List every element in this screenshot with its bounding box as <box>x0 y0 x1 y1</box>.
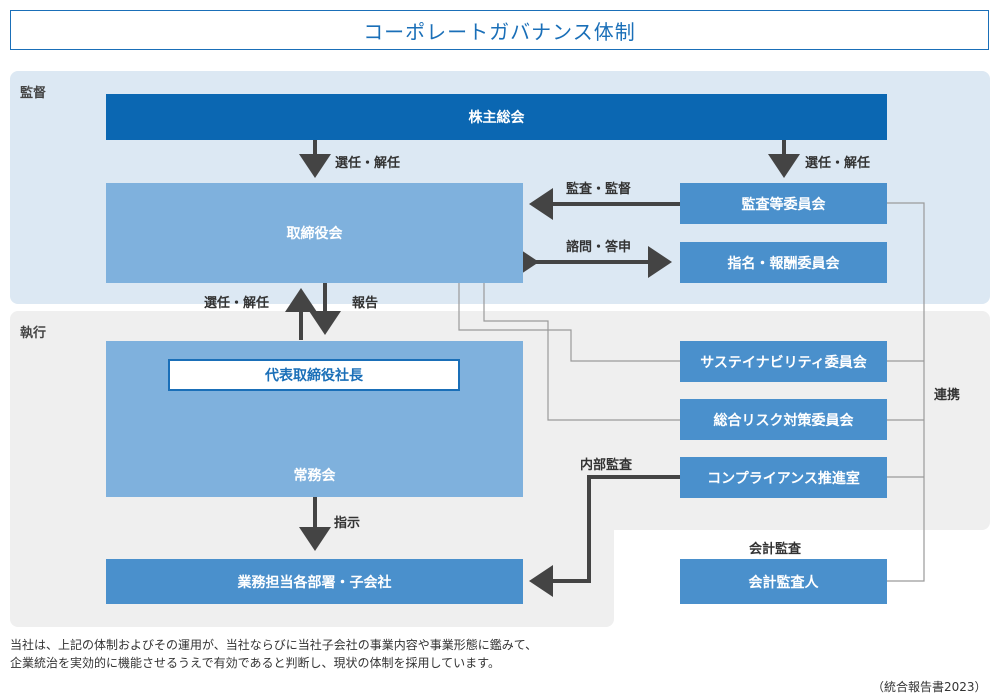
audit-committee-box: 監査等委員会 <box>680 183 887 224</box>
president-box: 代表取締役社長 <box>168 359 460 391</box>
board-of-directors-box: 取締役会 <box>106 183 523 283</box>
section-label-execution: 執行 <box>20 326 47 341</box>
line-board-sustainability <box>458 282 680 362</box>
shareholders-meeting-box: 株主総会 <box>106 94 887 140</box>
compliance-office-box: コンプライアンス推進室 <box>680 457 887 498</box>
sustainability-committee-box: サステイナビリティ委員会 <box>680 341 887 382</box>
label-elect-right: 選任・解任 <box>805 156 871 171</box>
executive-committee-box: 代表取締役社長 常務会 <box>106 341 523 497</box>
cooperation-line <box>886 202 925 582</box>
arrow-internal-audit <box>529 475 680 597</box>
section-label-supervision: 監督 <box>20 86 47 101</box>
business-units-box: 業務担当各部署・子会社 <box>106 559 523 604</box>
page-title: コーポレートガバナンス体制 <box>10 10 989 50</box>
footnote-line-1: 当社は、上記の体制およびその運用が、当社ならびに当社子会社の事業内容や事業形態に… <box>10 638 538 652</box>
nomination-committee-box: 指名・報酬委員会 <box>680 242 887 283</box>
label-accounting-audit: 会計監査 <box>749 542 802 557</box>
label-elect-board: 選任・解任 <box>204 296 270 311</box>
label-report: 報告 <box>352 296 379 311</box>
footnote-line-2: 企業統治を実効的に機能させるうえで有効であると判断し、現状の体制を採用しています… <box>10 656 500 670</box>
line-board-risk <box>483 282 680 421</box>
label-audit-supervise: 監査・監督 <box>566 182 632 197</box>
label-elect-left: 選任・解任 <box>335 156 401 171</box>
label-cooperation: 連携 <box>934 388 961 403</box>
label-internal-audit: 内部監査 <box>580 458 633 473</box>
source-note: （統合報告書2023） <box>872 680 987 694</box>
label-consult: 諮問・答申 <box>566 240 632 255</box>
accounting-auditor-box: 会計監査人 <box>680 559 887 604</box>
risk-committee-box: 総合リスク対策委員会 <box>680 399 887 440</box>
label-instruct: 指示 <box>334 516 361 531</box>
executive-committee-label: 常務会 <box>293 468 336 484</box>
